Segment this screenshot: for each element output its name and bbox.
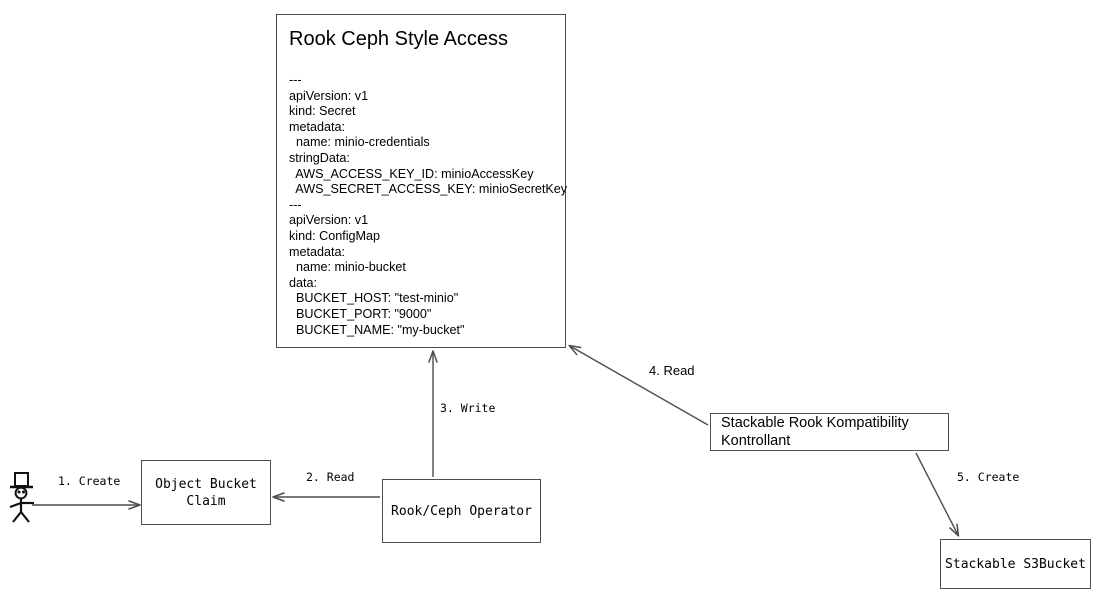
edge-label-5-create: 5. Create bbox=[957, 470, 1020, 484]
edge-label-1-create: 1. Create bbox=[58, 474, 121, 488]
card-yaml-body: --- apiVersion: v1 kind: Secret metadata… bbox=[289, 73, 568, 337]
card-title: Rook Ceph Style Access bbox=[289, 28, 508, 50]
node-stackable-s3bucket[interactable]: Stackable S3Bucket bbox=[940, 539, 1091, 589]
node-stackable-rook-kompatibility-kontrollant[interactable]: Stackable Rook Kompatibility Kontrollant bbox=[710, 413, 949, 451]
edge-4-read bbox=[568, 344, 709, 426]
node-rook-ceph-operator[interactable]: Rook/Ceph Operator bbox=[382, 479, 541, 543]
edge-label-4-read: 4. Read bbox=[649, 363, 695, 378]
edge-label-3-write: 3. Write bbox=[440, 401, 496, 415]
rook-ceph-style-access-card[interactable]: Rook Ceph Style Access --- apiVersion: v… bbox=[276, 14, 568, 348]
edge-5-create bbox=[915, 452, 960, 537]
edge-label-2-read: 2. Read bbox=[306, 470, 355, 484]
user-actor-icon bbox=[9, 472, 34, 523]
node-object-bucket-claim[interactable]: Object Bucket Claim bbox=[141, 460, 271, 525]
